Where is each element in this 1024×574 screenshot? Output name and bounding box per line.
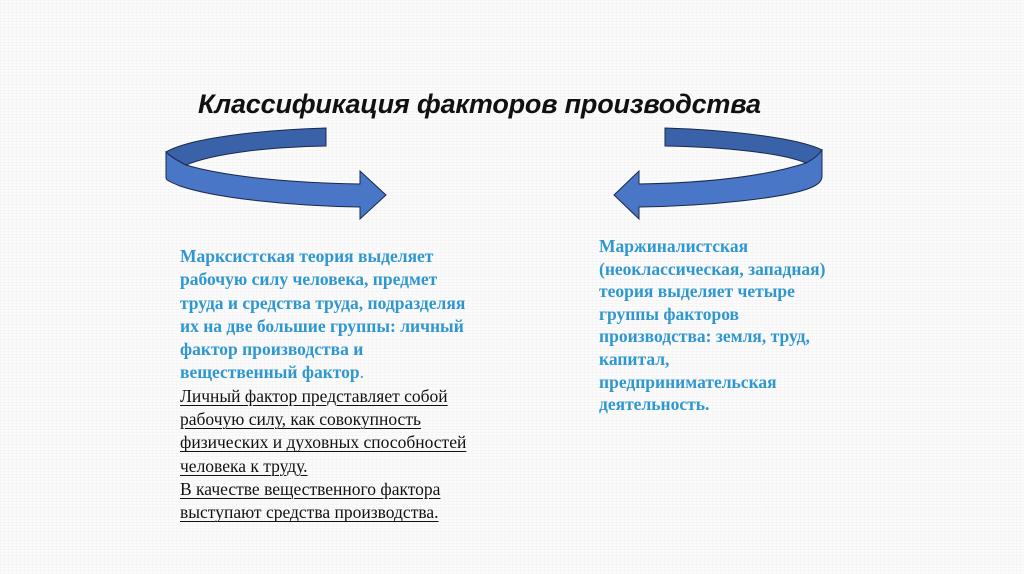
slide-title: Классификация факторов производства [198, 89, 761, 119]
marxist-detail-line: человека к труду. [180, 455, 308, 476]
marginalist-line: производства: земля, труд, [599, 326, 810, 347]
marginalist-line: теория выделяет четыре [599, 281, 795, 302]
marxist-heading-last-line: вещественный фактор. [180, 361, 520, 384]
curved-arrow-right-icon [165, 127, 387, 221]
marxist-detail-line: физических и духовных способностей [180, 432, 467, 453]
marxist-detail-line: Личный фактор представляет собой [180, 385, 448, 406]
marxist-heading-line: фактор производства и [180, 339, 364, 360]
marxist-heading-line: вещественный фактор [180, 362, 360, 383]
marginalist-line: группы факторов [599, 303, 739, 324]
heading-period: . [359, 362, 365, 383]
marxist-heading-line: Марксистская теория выделяет [180, 246, 434, 266]
marxist-detail-line: В качестве вещественного фактора [180, 478, 441, 499]
curved-arrow-left-icon [613, 127, 823, 221]
marginalist-line: деятельность. [599, 394, 710, 415]
marginalist-line: Маржиналистская [599, 236, 749, 256]
marxist-detail-line: рабочую силу, как совокупность [180, 409, 421, 430]
marginalist-line: (неоклассическая, западная) [599, 258, 826, 279]
marxist-heading-line: рабочую силу человека, предмет [180, 269, 438, 290]
marginalist-line: капитал, [599, 348, 670, 369]
marxist-detail-line: выступают средства производства. [180, 502, 439, 523]
marginalist-line: предпринимательская [599, 371, 777, 392]
marxist-heading-line: труда и средства труда, подразделяя [180, 292, 466, 313]
marxist-theory-text: Марксистская теория выделяет рабочую сил… [180, 245, 520, 525]
marxist-heading-line: их на две большие группы: личный [180, 315, 464, 336]
marginalist-theory-text: Маржиналистская (неоклассическая, западн… [599, 235, 869, 416]
